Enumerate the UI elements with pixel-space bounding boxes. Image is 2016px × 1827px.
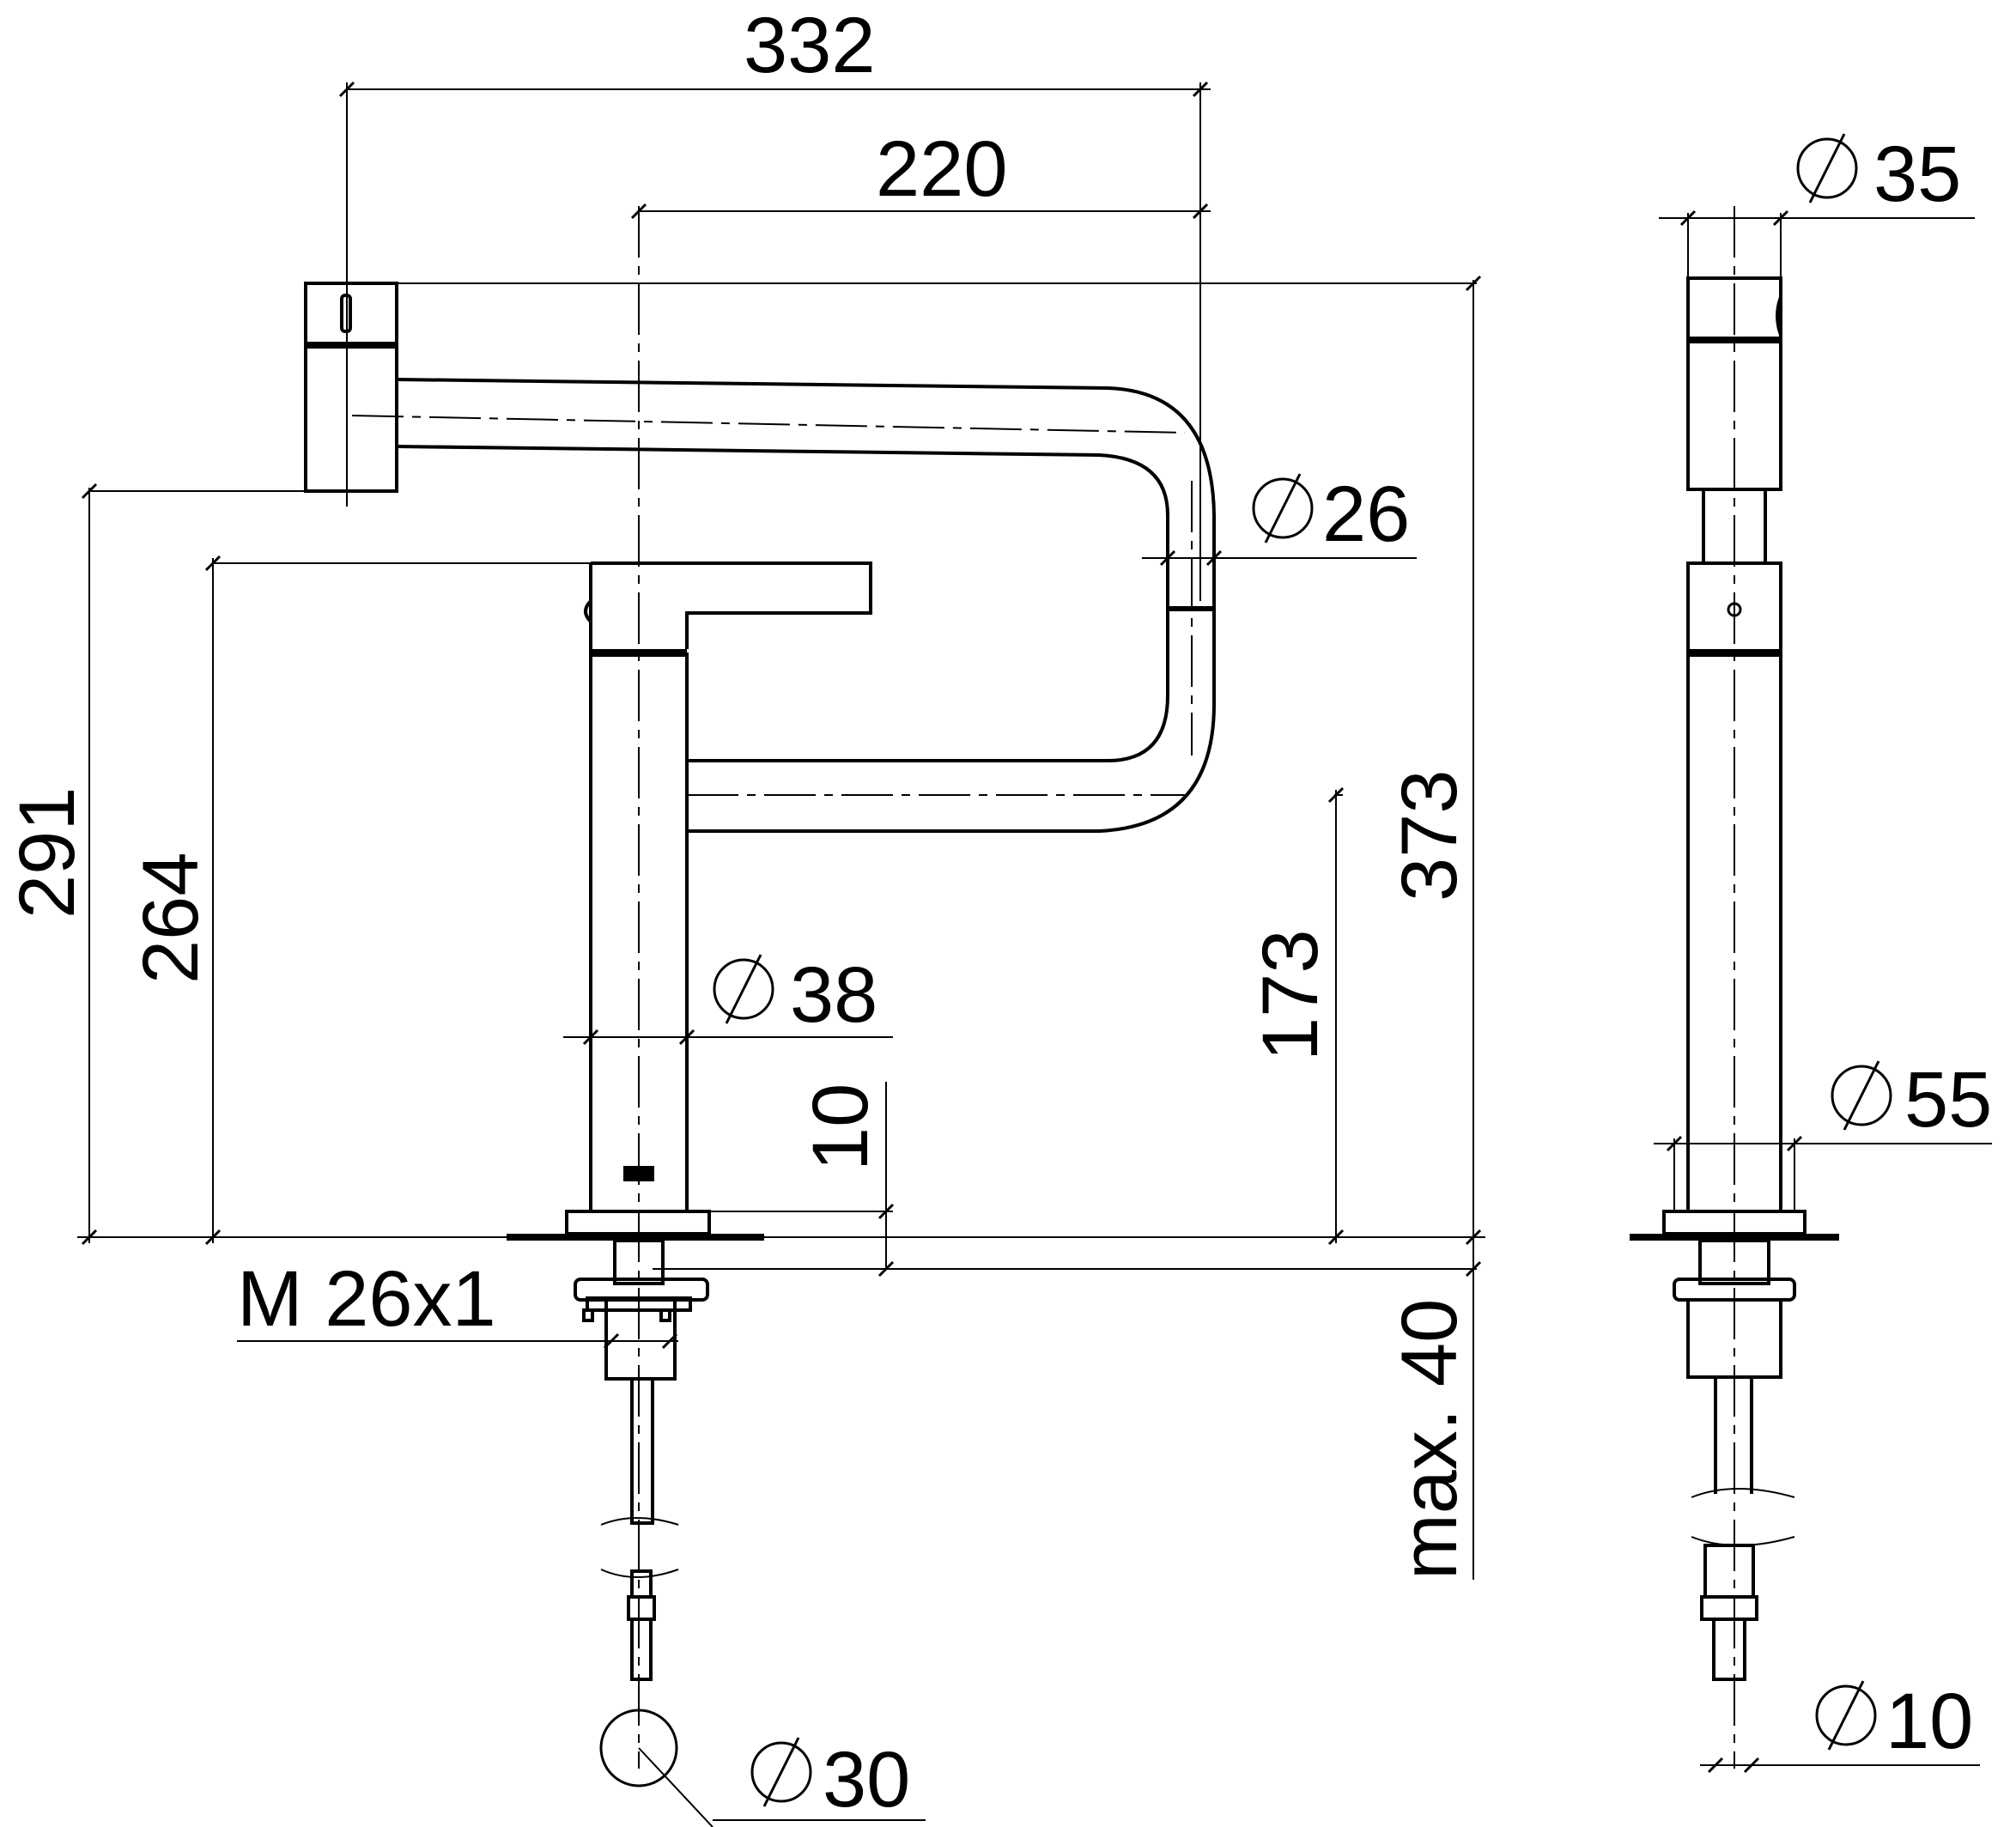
label-dia-38: 38 <box>790 951 877 1039</box>
label-dia-26: 26 <box>1322 470 1410 558</box>
dimension-labels: 332 220 35 26 38 55 M 26x1 30 10 373 291… <box>3 2 1992 1824</box>
label-291: 291 <box>3 787 91 920</box>
label-332: 332 <box>744 2 876 89</box>
dimension-lines <box>77 82 1992 1821</box>
diameter-icon <box>713 133 1892 1807</box>
label-dia-30: 30 <box>823 1736 910 1824</box>
side-view <box>1630 206 1839 1769</box>
spray-head <box>304 282 398 493</box>
label-220: 220 <box>876 125 1008 213</box>
label-dia-55: 55 <box>1904 1056 1992 1144</box>
label-373: 373 <box>1386 770 1473 902</box>
label-thread-m26: M 26x1 <box>237 1255 496 1343</box>
label-173: 173 <box>1247 930 1334 1062</box>
circle-dia-30 <box>599 1709 713 1827</box>
label-dia-10: 10 <box>1885 1678 1973 1765</box>
center-lines <box>351 206 1193 1769</box>
label-dia-35: 35 <box>1873 130 1961 218</box>
label-10: 10 <box>797 1083 884 1171</box>
mounting-hardware <box>574 1239 709 1681</box>
label-264: 264 <box>127 853 215 985</box>
label-max-40: max. 40 <box>1386 1299 1473 1580</box>
front-view <box>304 206 1216 1827</box>
tick-marks <box>81 81 1803 1774</box>
